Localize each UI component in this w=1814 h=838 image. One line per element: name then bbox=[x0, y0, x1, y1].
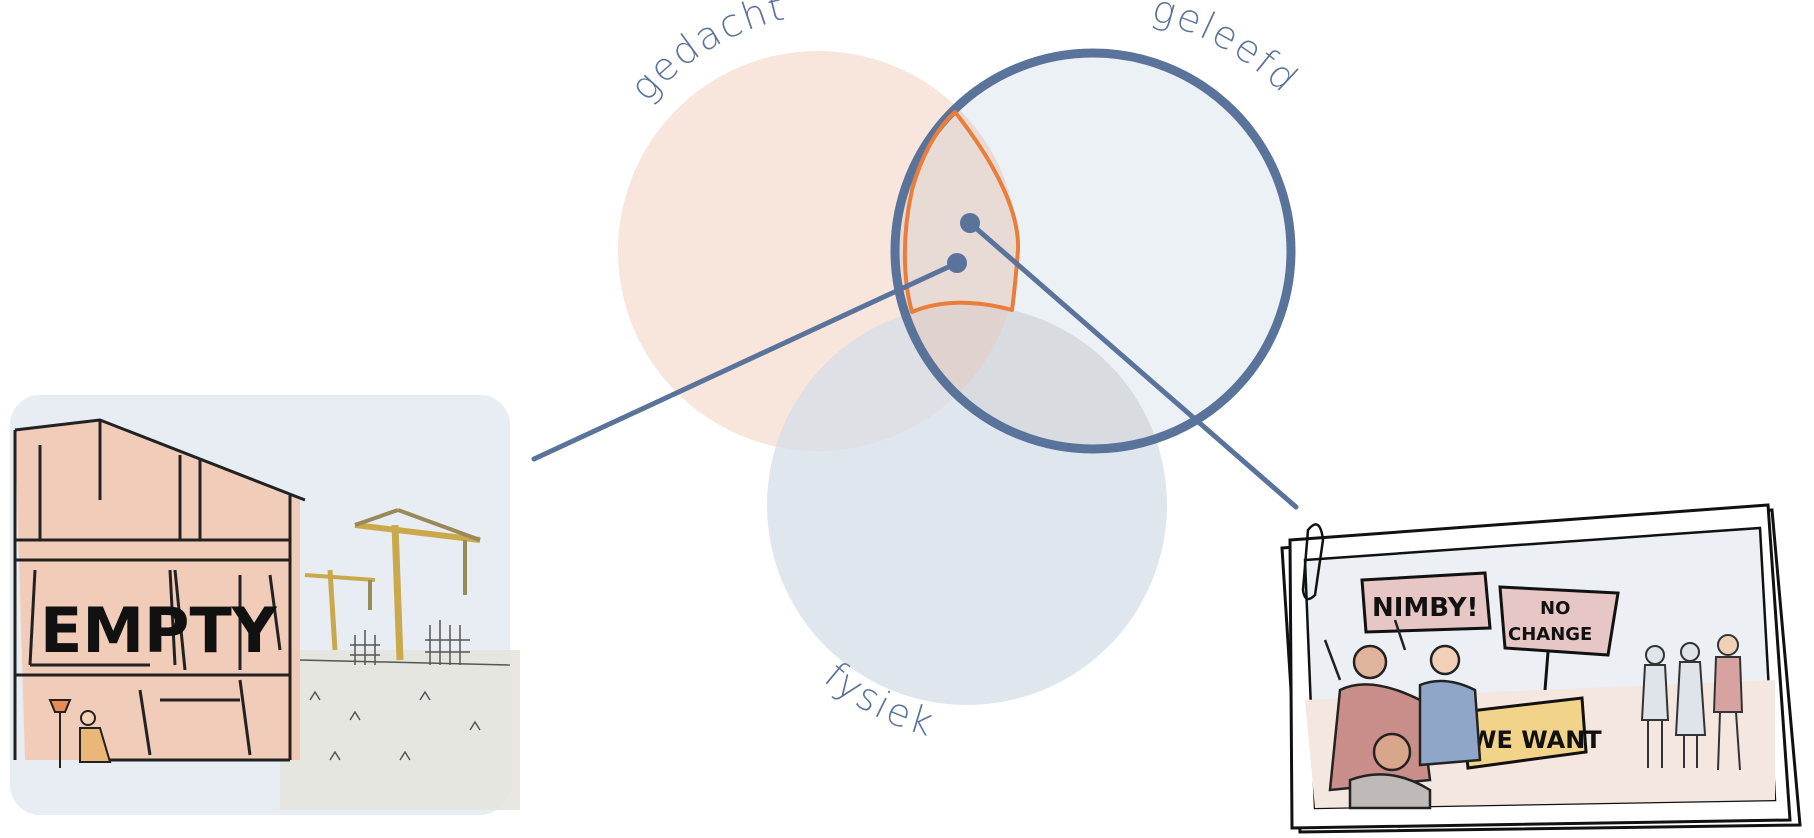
empty-sign: EMPTY bbox=[40, 594, 278, 667]
connector-dot-right bbox=[960, 213, 980, 233]
sign-nimby: NIMBY! bbox=[1372, 593, 1478, 623]
protest-illustration: NIMBY! NO CHANGE WE WANT bbox=[1282, 505, 1800, 832]
sign-change: CHANGE bbox=[1508, 624, 1592, 645]
sign-we-want: WE WANT bbox=[1470, 726, 1602, 754]
connector-dot-left bbox=[947, 253, 967, 273]
empty-building-illustration: EMPTY bbox=[10, 395, 520, 815]
sign-no: NO bbox=[1540, 598, 1570, 619]
